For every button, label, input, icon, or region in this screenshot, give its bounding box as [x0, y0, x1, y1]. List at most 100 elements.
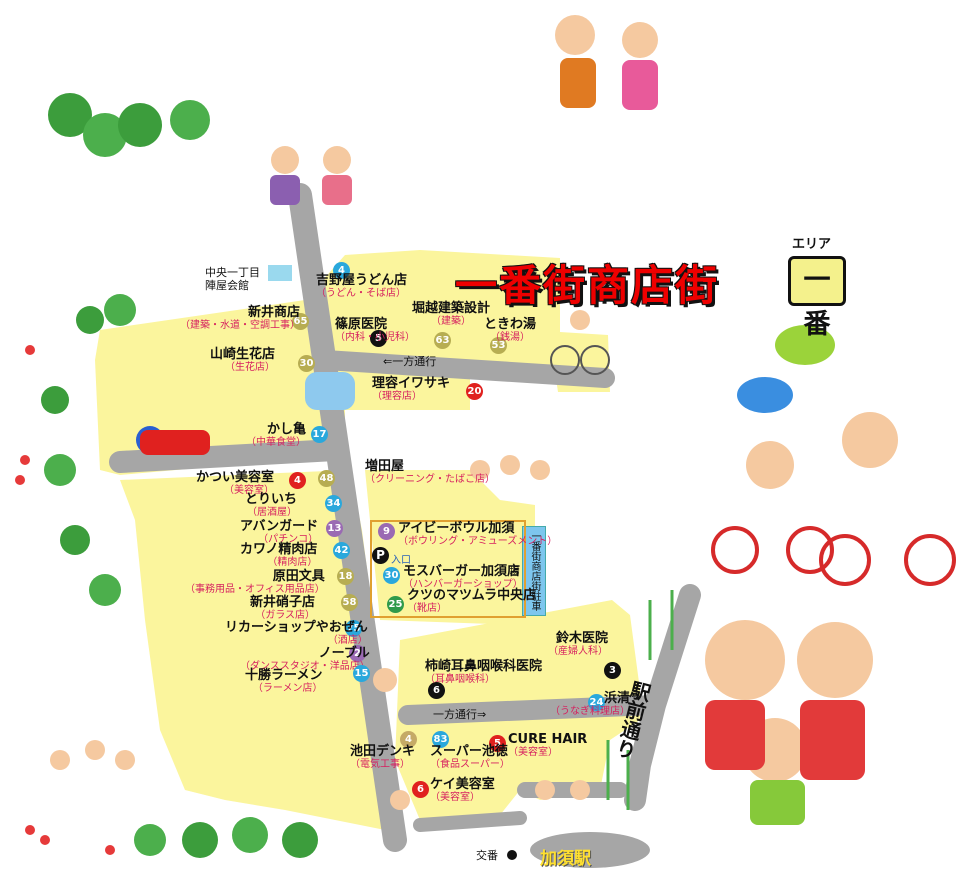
birds-illustration [737, 325, 835, 413]
shop-label[interactable]: ノーブル（ダンススタジオ・洋品店） [240, 647, 370, 672]
shop-label[interactable]: スーパー池徳（食品スーパー） [430, 745, 510, 770]
shop-number-badge: 53 [490, 337, 507, 354]
shop-label[interactable]: 山崎生花店（生花店） [210, 348, 275, 373]
shop-category: （美容室） [508, 747, 558, 758]
shop-category: （美容室） [224, 485, 275, 496]
shop-number-badge: 83 [432, 731, 449, 748]
shop-category: （中華食堂） [246, 437, 306, 448]
flower-bed [15, 345, 115, 855]
shop-category: （銭湯） [490, 332, 530, 343]
parking-frame [370, 520, 526, 618]
hall-marker [268, 265, 292, 281]
shop-name: かし亀 [266, 422, 306, 437]
shop-category: （ダンススタジオ・洋品店） [240, 661, 370, 672]
shop-name: クツのマツムラ中央店 [407, 588, 537, 603]
shop-label[interactable]: 浜清（うなぎ料理店） [550, 692, 630, 717]
shop-category: （ハンバーガーショップ） [403, 579, 523, 590]
shop-category: （産婦人科） [548, 646, 608, 657]
shop-label[interactable]: 鈴木医院（産婦人科） [548, 632, 608, 657]
shop-number-badge: 6 [412, 781, 429, 798]
oneway-label-top: ⇐一方通行 [383, 355, 437, 368]
shop-label[interactable]: かつい美容室（美容室） [196, 471, 274, 496]
shop-category: （理容店） [372, 391, 422, 402]
shop-name: リカーショップやおぜん [225, 620, 368, 635]
shop-label[interactable]: 柿崎耳鼻咽喉科医院（耳鼻咽喉科） [425, 660, 542, 685]
shop-number-badge: 2 [349, 645, 366, 662]
shop-label[interactable]: かし亀（中華食堂） [246, 423, 306, 448]
shop-category: （耳鼻咽喉科） [425, 674, 495, 685]
shop-label[interactable]: 吉野屋うどん店（うどん・そば店） [316, 274, 407, 299]
station-plaza [530, 832, 650, 868]
shop-name: 吉野屋うどん店 [316, 273, 408, 288]
shop-label[interactable]: クツのマツムラ中央店（靴店） [407, 589, 536, 614]
shopping-area-block [365, 470, 535, 625]
area-label: エリア [792, 237, 832, 252]
shop-number-badge: 4 [333, 262, 350, 279]
shop-category: （建築・水道・空調工事） [180, 320, 300, 331]
oneway-label-bottom: 一方通行⇒ [433, 708, 487, 721]
shop-label[interactable]: アバンガード（パチンコ） [240, 520, 318, 545]
children-illustration [555, 15, 658, 110]
shop-category: （うなぎ料理店） [550, 706, 630, 717]
shop-label[interactable]: リカーショップやおぜん（酒店） [225, 621, 368, 646]
shop-name: 鈴木医院 [555, 631, 608, 646]
shop-label[interactable]: 篠原医院（内科・小児科） [335, 318, 415, 343]
shop-label[interactable]: 原田文具（事務用品・オフィス用品店） [185, 570, 325, 595]
police-box-label: 交番 [476, 849, 498, 862]
shop-number-badge: 48 [318, 470, 335, 487]
shop-name: ケイ美容室 [430, 777, 495, 792]
shop-number-badge: 6 [428, 682, 445, 699]
map-title: 一番街商店街 [455, 261, 720, 310]
shop-number-badge: 42 [333, 542, 350, 559]
shop-label[interactable]: 理容イワサキ（理容店） [372, 377, 450, 402]
shop-label[interactable]: ケイ美容室（美容室） [430, 778, 495, 803]
shop-name: モスバーガー加須店 [403, 564, 521, 579]
shop-number-badge: 65 [292, 313, 309, 330]
shop-label[interactable]: とりいち（居酒屋） [245, 493, 297, 518]
shop-label[interactable]: 新井硝子店（ガラス店） [250, 596, 315, 621]
shop-label[interactable]: 十勝ラーメン（ラーメン店） [245, 669, 322, 694]
shop-label[interactable]: 堀越建築設計（建築） [412, 302, 490, 327]
shop-number-badge: 58 [341, 594, 358, 611]
shop-number-badge: 25 [387, 596, 404, 613]
shop-label[interactable]: カワノ精肉店（精肉店） [240, 543, 317, 568]
shop-name: スーパー池徳 [430, 744, 508, 759]
shop-category: （精肉店） [267, 557, 318, 568]
shop-name: 原田文具 [272, 569, 325, 584]
shop-category: （うどん・そば店） [316, 288, 406, 299]
shop-number-badge: 75 [345, 620, 362, 637]
shop-category: （ラーメン店） [252, 683, 323, 694]
family-bicycles-illustration [711, 412, 956, 586]
shop-label[interactable]: モスバーガー加須店（ハンバーガーショップ） [403, 565, 523, 590]
shop-number-badge: 5 [370, 330, 387, 347]
shop-category: （ガラス店） [255, 610, 316, 621]
parking-entry-label: 入口 [391, 555, 411, 566]
shop-number-badge: 13 [326, 520, 343, 537]
shop-label[interactable]: CURE HAIR（美容室） [508, 733, 587, 758]
shop-name: 池田デンキ [350, 744, 416, 759]
shop-name: 浜清 [603, 691, 630, 706]
shop-label[interactable]: アイビーボウル加須（ボウリング・アミューズメント） [398, 522, 557, 547]
shop-label[interactable]: 池田デンキ（電気工事） [350, 745, 415, 770]
shop-name: 増田屋 [365, 459, 405, 474]
shop-label[interactable]: 増田屋（クリーニング・たばこ店） [365, 460, 495, 485]
shop-number-badge: 30 [383, 567, 400, 584]
shop-category: （居酒屋） [247, 507, 298, 518]
shop-category: （靴店） [407, 603, 447, 614]
shop-category: （酒店） [327, 635, 368, 646]
shop-name: 篠原医院 [335, 317, 388, 332]
shop-name: CURE HAIR [508, 732, 588, 747]
shop-number-badge: 5 [489, 735, 506, 752]
shop-label[interactable]: 新井商店（建築・水道・空調工事） [180, 306, 300, 331]
street-trees [606, 590, 674, 810]
shop-category: （内科・小児科） [335, 332, 415, 343]
hall-label: 中央一丁目 陣屋会館 [205, 266, 260, 292]
cyclists-illustration [270, 146, 352, 205]
shop-number-badge: 3 [604, 662, 621, 679]
shop-number-badge: 4 [400, 731, 417, 748]
shop-label[interactable]: ときわ湯（銭湯） [484, 318, 536, 343]
shop-category: （生花店） [225, 362, 276, 373]
shop-category: （建築） [431, 316, 471, 327]
shop-category: （事務用品・オフィス用品店） [185, 584, 325, 595]
